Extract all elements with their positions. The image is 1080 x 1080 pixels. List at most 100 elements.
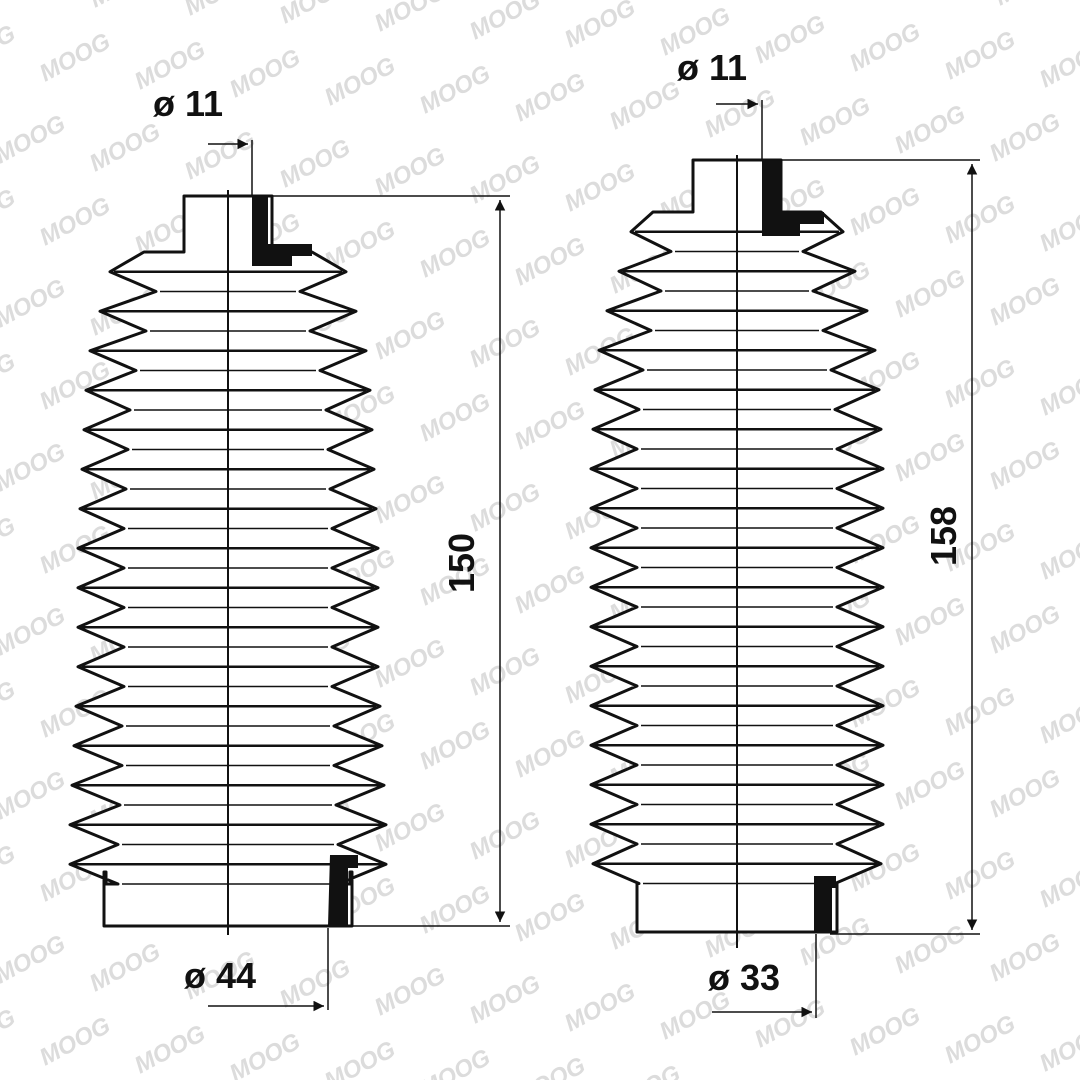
boot-right: ø 11 158 ø 33 [589, 47, 980, 1018]
dim-left-large-diameter: ø 44 [184, 928, 329, 1012]
watermark-text: MOOG [940, 682, 1020, 742]
watermark-text: MOOG [605, 76, 685, 136]
watermark-text: MOOG [0, 1004, 20, 1064]
watermark-text: MOOG [985, 436, 1065, 496]
boot-left-ribs [74, 270, 382, 885]
watermark-text: MOOG [85, 0, 165, 13]
watermark-text: MOOG [370, 634, 450, 694]
left-length-label: 150 [441, 533, 482, 593]
watermark-text: MOOG [415, 224, 495, 284]
watermark-text: MOOG [35, 28, 115, 88]
watermark-text: MOOG [890, 920, 970, 980]
dim-right-length: 158 [765, 159, 980, 935]
watermark-text: MOOG [985, 600, 1065, 660]
watermark-text: MOOG [130, 1020, 210, 1080]
watermark-text: MOOG [85, 118, 165, 178]
watermark-text: MOOG [0, 20, 20, 80]
boot-right-bottom-collar-section [814, 876, 836, 932]
watermark-text: MOOG [510, 68, 590, 128]
watermark-text: MOOG [85, 938, 165, 998]
dim-right-small-diameter: ø 11 [677, 47, 763, 160]
watermark-text: MOOG [510, 724, 590, 784]
watermark-text: MOOG [940, 354, 1020, 414]
watermark-text: MOOG [985, 928, 1065, 988]
watermark-text: MOOG [0, 184, 20, 244]
left-small-diameter-label: ø 11 [153, 83, 223, 124]
watermark-text: MOOG [465, 970, 545, 1030]
watermark-text: MOOG [225, 1028, 305, 1080]
watermark-text: MOOG [940, 846, 1020, 906]
watermark-text: MOOG [845, 18, 925, 78]
watermark-text: MOOG [35, 1012, 115, 1072]
boot-left: ø 11 150 ø 44 [68, 83, 510, 1012]
dim-left-length: 150 [255, 195, 510, 927]
watermark-text: MOOG [370, 306, 450, 366]
watermark-text: MOOG [225, 44, 305, 104]
watermark-text: MOOG [275, 134, 355, 194]
watermark-text: MOOG [0, 110, 70, 170]
boot-right-ribs [595, 230, 879, 885]
right-small-diameter-label: ø 11 [677, 47, 747, 88]
watermark-text: MOOG [985, 108, 1065, 168]
watermark-text: MOOG [180, 0, 260, 21]
watermark-text: MOOG [0, 602, 70, 662]
watermark-text: MOOG [560, 158, 640, 218]
watermark-text: MOOG [0, 438, 70, 498]
watermark-text: MOOG [415, 388, 495, 448]
watermark-text: MOOG [0, 274, 70, 334]
watermark-text: MOOG [320, 52, 400, 112]
watermark-text: MOOG [985, 272, 1065, 332]
watermark-text: MOOG [0, 840, 20, 900]
watermark-text: MOOG [560, 0, 640, 53]
watermark-text: MOOG [1035, 362, 1080, 422]
watermark-text: MOOG [795, 92, 875, 152]
watermark-text: MOOG [0, 512, 20, 572]
watermark-text: MOOG [370, 0, 450, 37]
watermark-text: MOOG [320, 1036, 400, 1080]
watermark-text: MOOG [35, 192, 115, 252]
watermark-text: MOOG [605, 1060, 685, 1080]
watermark-text: MOOG [700, 84, 780, 144]
watermark-text: MOOG [985, 764, 1065, 824]
watermark-text: MOOG [940, 1010, 1020, 1070]
watermark-text: MOOG [510, 1052, 590, 1080]
watermark-text: MOOG [845, 182, 925, 242]
watermark-text: MOOG [890, 592, 970, 652]
watermark-text: MOOG [465, 806, 545, 866]
watermark-text: MOOG [370, 142, 450, 202]
right-length-label: 158 [923, 506, 964, 566]
watermark-text: MOOG [510, 232, 590, 292]
watermark-text: MOOG [1035, 854, 1080, 914]
watermark-text: MOOG [0, 930, 70, 990]
dim-left-small-diameter: ø 11 [153, 83, 253, 196]
watermark-text: MOOG [940, 26, 1020, 86]
watermark-text: MOOG [510, 396, 590, 456]
watermark-text: MOOG [1035, 1018, 1080, 1078]
watermark-text: MOOG [370, 470, 450, 530]
watermark-text: MOOG [1035, 198, 1080, 258]
watermark-text: MOOG [1035, 34, 1080, 94]
watermark-text: MOOG [180, 126, 260, 186]
watermark-text: MOOG [845, 1002, 925, 1062]
watermark-text: MOOG [465, 478, 545, 538]
dim-right-large-diameter: ø 33 [708, 934, 817, 1018]
left-large-diameter-label: ø 44 [184, 955, 256, 996]
watermark-text: MOOG [465, 0, 545, 45]
watermark-text: MOOG [990, 0, 1070, 11]
watermark-text: MOOG [465, 150, 545, 210]
boot-right-top-collar-section [762, 160, 824, 236]
watermark-text: MOOG [0, 348, 20, 408]
watermark-text: MOOG [895, 0, 975, 3]
right-large-diameter-label: ø 33 [708, 957, 780, 998]
watermark-text: MOOG [0, 676, 20, 736]
watermark-text: MOOG [415, 716, 495, 776]
watermark-text: MOOG [510, 560, 590, 620]
watermark-text: MOOG [940, 190, 1020, 250]
watermark-text: MOOG [890, 264, 970, 324]
watermark-text: MOOG [275, 0, 355, 29]
boot-left-bottom-collar-section [328, 855, 358, 926]
watermark-text: MOOG [0, 0, 70, 5]
watermark-text: MOOG [370, 962, 450, 1022]
watermark-text: MOOG [275, 954, 355, 1014]
